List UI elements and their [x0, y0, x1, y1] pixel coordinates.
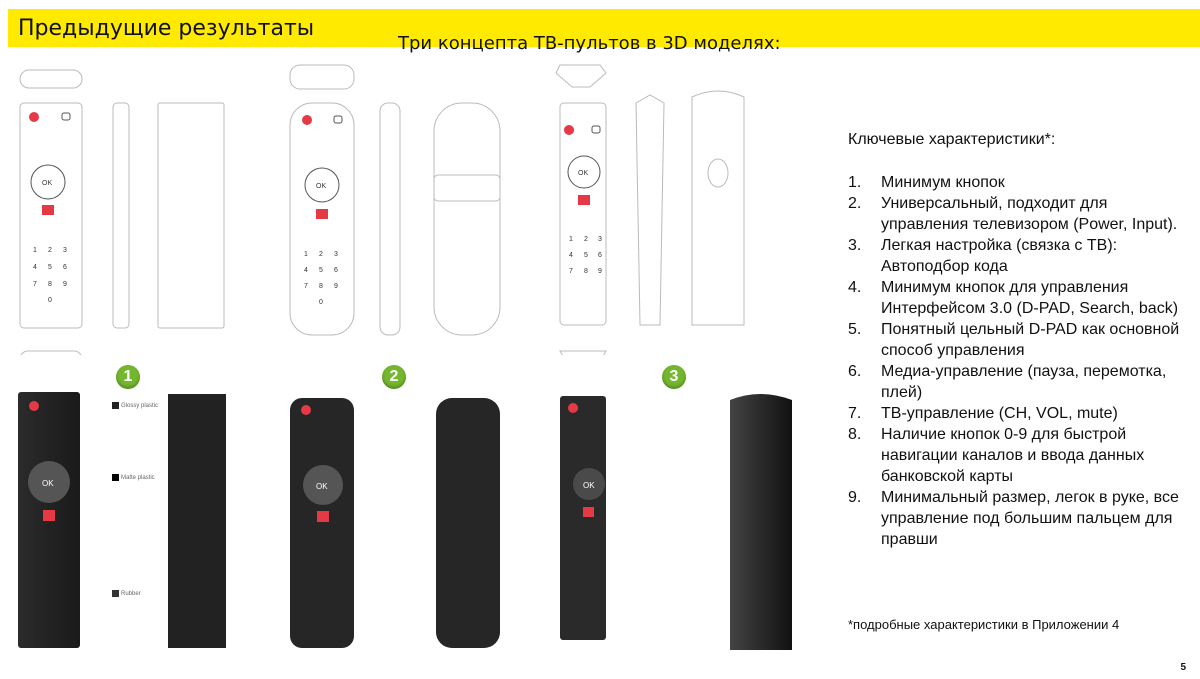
page-number: 5 [1180, 662, 1186, 673]
svg-text:0: 0 [319, 299, 323, 306]
remote-renders: OK OK OK [18, 392, 792, 650]
characteristics-title: Ключевые характеристики*: [848, 131, 1056, 148]
svg-text:0: 0 [48, 297, 52, 304]
svg-text:OK: OK [316, 183, 326, 190]
page-title: Предыдущие результаты [18, 16, 315, 41]
list-item: 5.Понятный цельный D-PAD как основной сп… [848, 321, 1180, 359]
characteristics-list: 1.Минимум кнопок 2.Универсальный, подход… [848, 172, 1188, 550]
list-item: 7.ТВ-управление (CH, VOL, mute) [848, 405, 1118, 422]
svg-text:5: 5 [584, 252, 588, 259]
concept-badge: 3 [662, 365, 686, 389]
list-item: 1.Минимум кнопок [848, 174, 1005, 191]
svg-text:8: 8 [584, 268, 588, 275]
svg-text:OK: OK [583, 481, 595, 490]
svg-text:OK: OK [578, 170, 588, 177]
list-item: 2.Универсальный, подходит для управления… [848, 195, 1178, 233]
concept-badge: 1 [116, 365, 140, 389]
concept-badge: 2 [382, 365, 406, 389]
material-label: Matte plastic [121, 475, 155, 481]
characteristics-block: Ключевые характеристики*: 1.Минимум кноп… [848, 129, 1188, 550]
svg-text:2: 2 [584, 236, 588, 243]
technical-drawings: OK 1 2 3 4 5 6 7 8 9 0 OK 1 2 3 4 5 6 7 8 9 0 OK 1 2 3… [19, 64, 745, 355]
svg-text:4: 4 [33, 264, 37, 271]
swatch-glossy [112, 402, 119, 409]
svg-text:OK: OK [42, 180, 52, 187]
material-label: Rubber [121, 591, 141, 597]
swatch-matte [112, 474, 119, 481]
svg-text:7: 7 [569, 268, 573, 275]
material-label: Glossy plastic [121, 403, 159, 409]
svg-text:3: 3 [63, 247, 67, 254]
svg-text:OK: OK [42, 479, 54, 488]
svg-text:8: 8 [48, 281, 52, 288]
svg-text:4: 4 [569, 252, 573, 259]
svg-text:6: 6 [63, 264, 67, 271]
svg-text:5: 5 [48, 264, 52, 271]
list-item: 4.Минимум кнопок для управления Интерфей… [848, 279, 1179, 317]
svg-text:7: 7 [304, 283, 308, 290]
svg-text:5: 5 [319, 267, 323, 274]
svg-text:1: 1 [33, 247, 37, 254]
svg-text:3: 3 [334, 251, 338, 258]
page-subtitle: Три концепта ТВ-пультов в 3D моделях: [398, 33, 781, 54]
svg-text:6: 6 [334, 267, 338, 274]
svg-text:2: 2 [319, 251, 323, 258]
svg-text:1: 1 [569, 236, 573, 243]
svg-text:2: 2 [48, 247, 52, 254]
svg-text:OK: OK [316, 482, 328, 491]
footnote: *подробные характеристики в Приложении 4 [848, 617, 1120, 632]
svg-text:9: 9 [598, 268, 602, 275]
swatch-rubber [112, 590, 119, 597]
list-item: 3.Легкая настройка (связка с ТВ): Автопо… [848, 237, 1118, 275]
header-banner [8, 9, 1200, 47]
list-item: 9.Минимальный размер, легок в руке, все … [848, 489, 1179, 548]
svg-text:7: 7 [33, 281, 37, 288]
svg-text:9: 9 [334, 283, 338, 290]
list-item: 8.Наличие кнопок 0-9 для быстрой навигац… [848, 426, 1145, 485]
svg-text:8: 8 [319, 283, 323, 290]
svg-text:9: 9 [63, 281, 67, 288]
svg-text:4: 4 [304, 267, 308, 274]
svg-text:6: 6 [598, 252, 602, 259]
list-item: 6.Медиа-управление (пауза, перемотка, пл… [848, 363, 1167, 401]
svg-text:3: 3 [598, 236, 602, 243]
svg-text:1: 1 [304, 251, 308, 258]
